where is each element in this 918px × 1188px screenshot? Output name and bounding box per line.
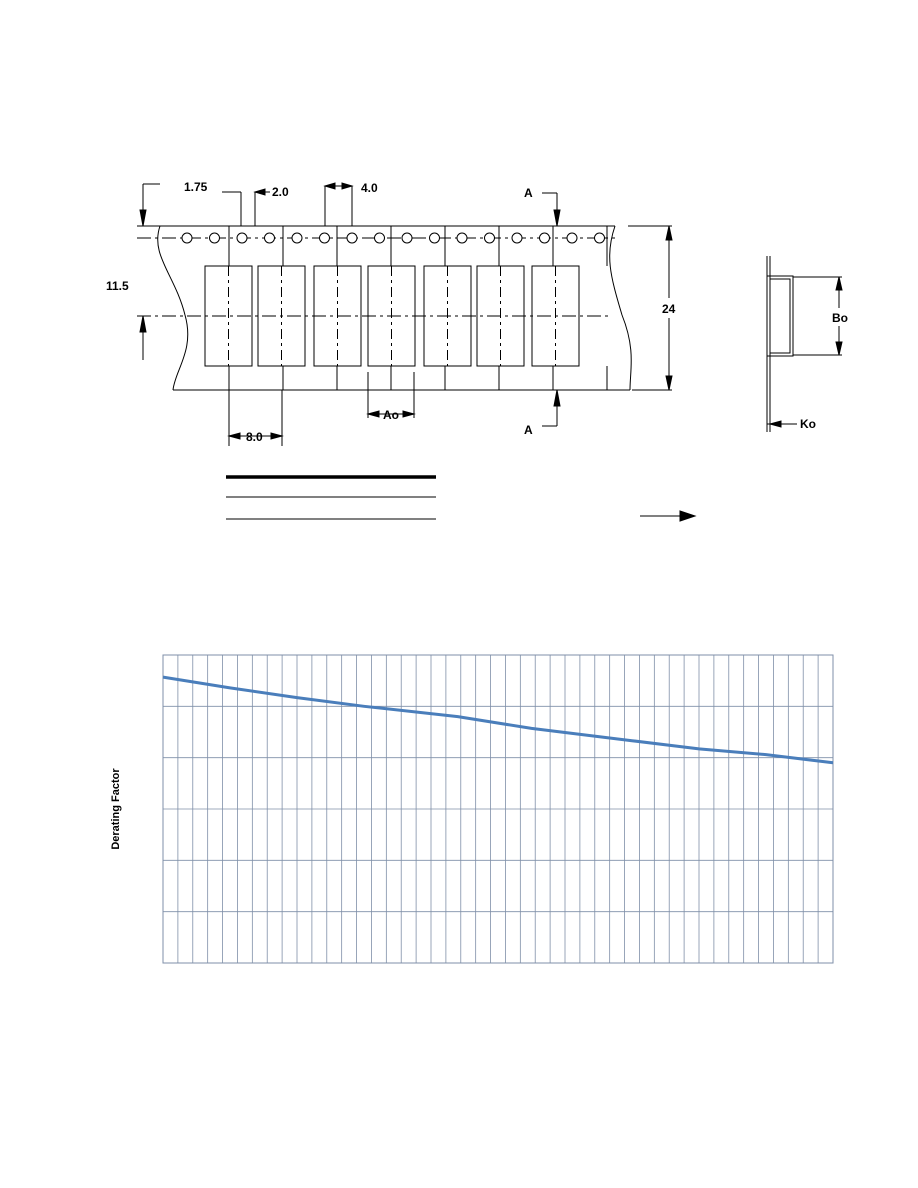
- sprocket-hole: [511, 232, 523, 244]
- dim-arrow: [341, 182, 354, 190]
- tape-right-break: [609, 225, 632, 391]
- sprocket-hole: [566, 232, 578, 244]
- sprocket-hole: [319, 232, 330, 244]
- sprocket-hole: [181, 232, 193, 244]
- sprocket-hole: [374, 232, 385, 244]
- feed-direction-arrowhead: [679, 510, 697, 522]
- sprocket-hole: [429, 232, 440, 244]
- chart-y-axis-label: Derating Factor: [110, 768, 122, 850]
- dim-arrow: [139, 209, 147, 227]
- dim-arrow: [665, 375, 673, 391]
- sprocket-hole: [539, 232, 550, 244]
- tape-diagram: [137, 182, 843, 522]
- sprocket-hole: [291, 232, 303, 244]
- dim-arrow: [665, 225, 673, 241]
- sprocket-hole: [594, 232, 605, 244]
- dim-arrow: [139, 315, 147, 333]
- section-arrow: [553, 389, 561, 407]
- derating-chart: [162, 654, 834, 964]
- tape-cross-section: [766, 256, 843, 432]
- dim-label-pocket-width: Ao: [383, 408, 399, 422]
- sprocket-hole: [456, 232, 468, 244]
- dim-label-center-offset: 11.5: [106, 279, 129, 293]
- dim-label-pocket-depth: Ko: [800, 417, 816, 431]
- chart-series-line: [162, 675, 834, 765]
- dim-arrow: [402, 410, 416, 418]
- sprocket-holes: [181, 232, 605, 244]
- dim-label-sprocket-edge: 1.75: [184, 180, 208, 194]
- dim-arrow: [835, 341, 843, 356]
- tape-left-break: [157, 225, 189, 391]
- section-profile: [770, 278, 791, 354]
- section-arrow: [553, 209, 561, 227]
- dim-label-hole-to-pocket: 2.0: [272, 185, 289, 199]
- section-profile: [767, 275, 794, 357]
- dim-label-pocket-length: Bo: [832, 311, 848, 325]
- dim-label-hole-pitch: 4.0: [361, 181, 378, 195]
- dim-arrow: [768, 420, 782, 428]
- dim-arrow: [253, 188, 266, 196]
- dim-arrow: [323, 182, 336, 190]
- chart-grid-horizontal: [163, 705, 833, 913]
- section-label-top: A: [524, 186, 533, 200]
- dim-label-pocket-pitch: 8.0: [246, 430, 263, 444]
- dim-arrow: [270, 432, 284, 440]
- sprocket-hole: [264, 232, 275, 244]
- dim-arrow: [227, 432, 241, 440]
- dim-arrow: [366, 410, 380, 418]
- pockets: [204, 226, 608, 390]
- dim-label-tape-width: 24: [662, 302, 676, 316]
- sprocket-hole: [236, 232, 248, 244]
- sprocket-hole: [209, 232, 220, 244]
- sprocket-hole: [401, 232, 413, 244]
- section-label-bottom: A: [524, 423, 533, 437]
- sprocket-hole: [346, 232, 358, 244]
- sprocket-hole: [484, 232, 495, 244]
- dim-arrow: [835, 276, 843, 291]
